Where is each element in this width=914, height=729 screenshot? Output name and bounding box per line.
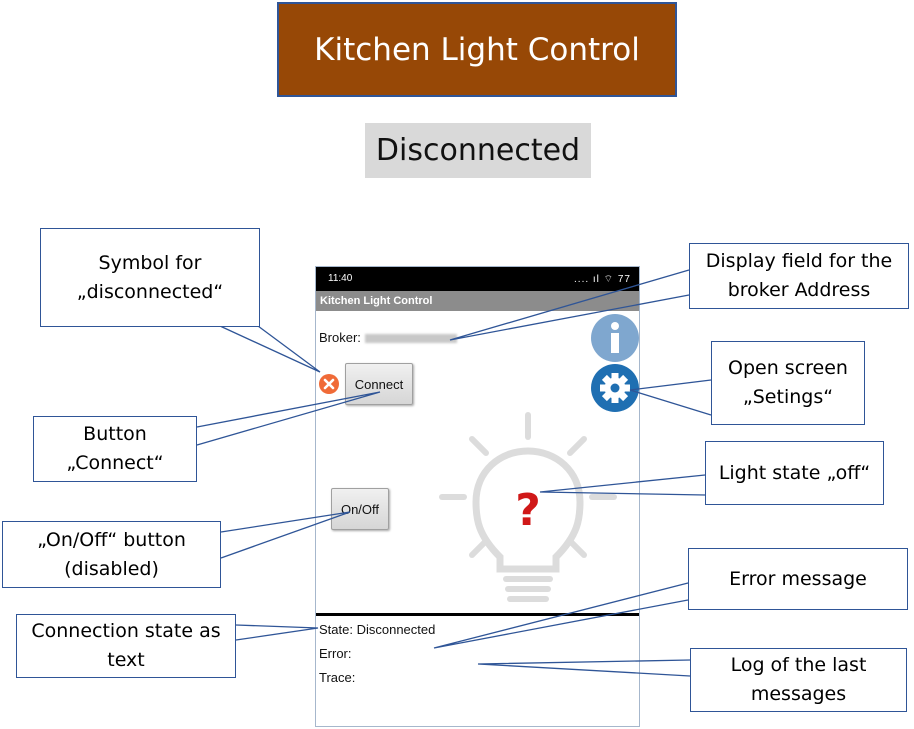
callout-line: broker Address xyxy=(727,279,871,301)
info-icon[interactable] xyxy=(590,313,640,363)
callout-line: Log of the last xyxy=(730,654,867,676)
clock: 11:40 xyxy=(328,273,353,284)
callout-line: Light state „off“ xyxy=(718,461,871,484)
callout-line: Error message xyxy=(729,567,867,590)
callout-line: „Connect“ xyxy=(66,452,164,474)
callout-line: Connection state as xyxy=(31,620,221,642)
leader-log xyxy=(477,659,691,677)
broker-field: Broker: xyxy=(319,330,457,345)
callout-settings: Open screen „Setings“ xyxy=(711,341,865,425)
callout-line: messages xyxy=(750,683,847,705)
callout-line: (disabled) xyxy=(64,557,159,580)
leader-onoff xyxy=(220,511,351,559)
callout-disconnected-symbol: Symbol for „disconnected“ xyxy=(40,228,260,327)
leader-disconnected xyxy=(219,325,321,373)
trace-text: Trace: xyxy=(319,670,356,685)
status-bar: 11:40 .... ıl ⌔ 77 xyxy=(316,267,639,291)
page-title: Kitchen Light Control xyxy=(277,2,677,97)
leader-light-state xyxy=(539,474,706,496)
callout-line: Button xyxy=(83,423,147,445)
callout-line: Symbol for xyxy=(98,251,202,274)
gear-icon[interactable] xyxy=(590,363,640,413)
state-text: State: Disconnected xyxy=(319,622,436,637)
light-bulb-icon: ? xyxy=(439,412,617,602)
callout-log: Log of the last messages xyxy=(690,648,907,712)
on-off-button[interactable]: On/Off xyxy=(331,488,389,530)
callout-error-message: Error message xyxy=(688,548,908,610)
callout-light-state: Light state „off“ xyxy=(705,441,884,505)
log-divider xyxy=(316,613,639,616)
callout-line: „Setings“ xyxy=(742,386,834,408)
leader-error xyxy=(433,582,689,649)
callout-line: „disconnected“ xyxy=(76,280,224,303)
callout-line: Display field for the xyxy=(705,250,893,272)
callout-line: Open screen xyxy=(728,357,848,379)
leader-connection-text xyxy=(235,624,319,641)
callout-connect-button: Button „Connect“ xyxy=(33,416,197,482)
status-icons: .... ıl ⌔ 77 xyxy=(574,274,631,285)
leader-connect xyxy=(196,391,381,446)
connection-status-banner: Disconnected xyxy=(365,123,591,178)
broker-address-blurred xyxy=(364,334,457,344)
leader-broker xyxy=(449,269,690,341)
callout-onoff-button: „On/Off“ button (disabled) xyxy=(2,521,221,588)
unknown-state-question-mark: ? xyxy=(515,485,541,536)
error-text: Error: xyxy=(319,646,352,661)
disconnected-icon xyxy=(319,374,339,394)
broker-label: Broker: xyxy=(319,330,361,345)
callout-broker-field: Display field for the broker Address xyxy=(689,243,909,309)
leader-settings xyxy=(629,379,712,416)
callout-line: text xyxy=(107,649,145,671)
connect-button[interactable]: Connect xyxy=(345,363,413,405)
app-title-bar: Kitchen Light Control xyxy=(316,291,639,311)
callout-line: „On/Off“ button xyxy=(37,528,186,551)
phone-screen: 11:40 .... ıl ⌔ 77 Kitchen Light Control… xyxy=(315,266,640,727)
callout-connection-text: Connection state as text xyxy=(16,614,236,678)
